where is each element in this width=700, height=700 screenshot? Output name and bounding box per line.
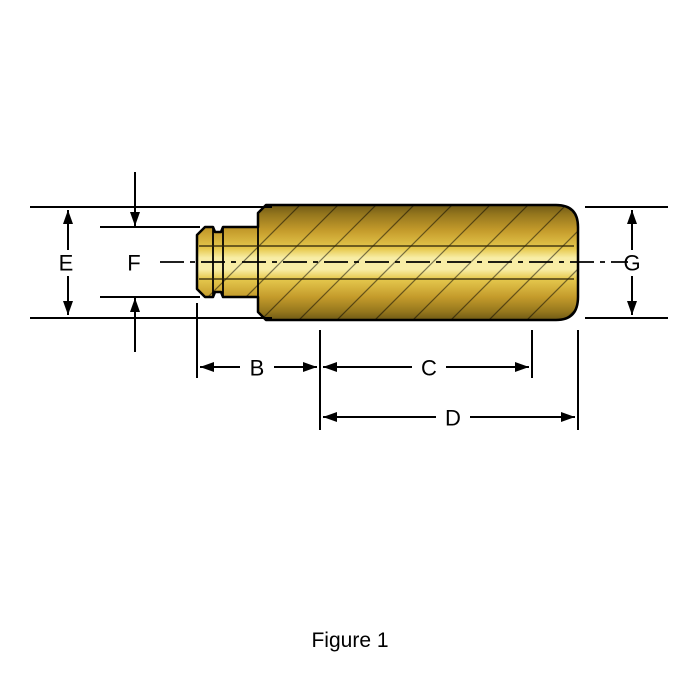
dimension-C: C <box>323 356 529 381</box>
dimension-G: G <box>585 206 668 319</box>
dimension-label-C: C <box>421 356 437 381</box>
dimension-F: F <box>100 172 200 352</box>
figure-caption: Figure 1 <box>311 629 388 652</box>
dimension-label-E: E <box>59 251 74 276</box>
dimension-label-D: D <box>445 406 461 431</box>
dimension-label-G: G <box>623 251 640 276</box>
dimension-B: B <box>200 356 317 381</box>
dimension-label-B: B <box>250 356 265 381</box>
dimension-D: D <box>323 406 575 431</box>
dimension-label-F: F <box>127 251 140 276</box>
dimension-E: E <box>30 206 272 319</box>
